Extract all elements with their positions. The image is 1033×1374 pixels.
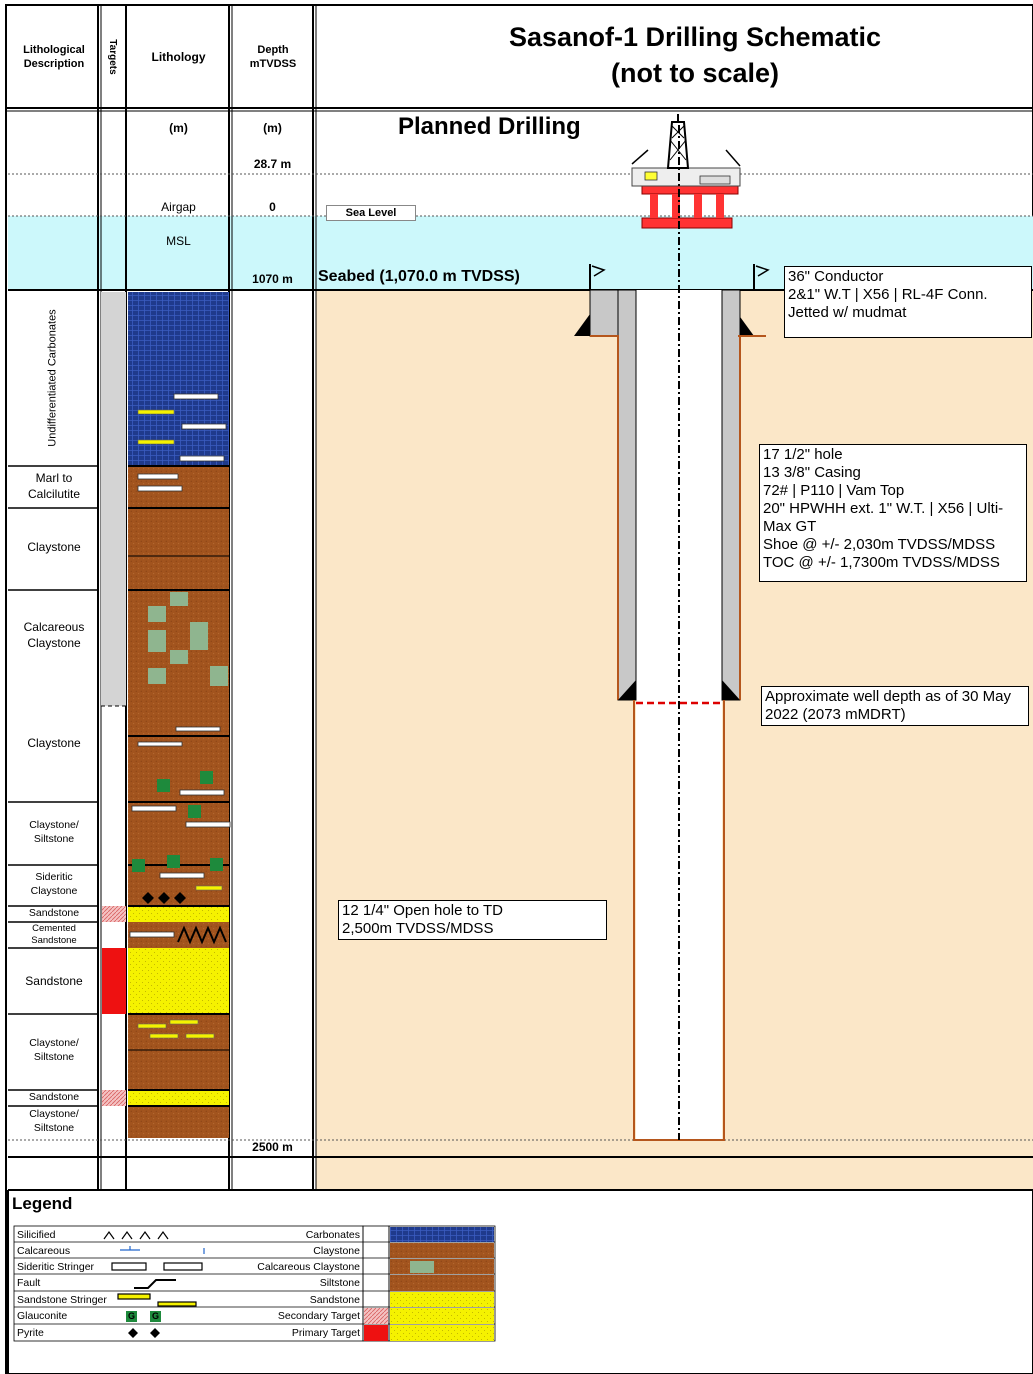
lithology-unit-label: (m) xyxy=(169,121,188,135)
legend-siltstone: Siltstone xyxy=(319,1277,360,1289)
page-title: Sasanof-1 Drilling Schematic xyxy=(508,22,882,52)
legend-fault: Fault xyxy=(17,1277,41,1289)
lith-label-claystone-1: Claystone xyxy=(27,540,81,555)
seabed-label: Seabed (1,070.0 m TVDSS) xyxy=(318,268,520,285)
legend-calcareous-claystone: Calcareous Claystone xyxy=(257,1261,360,1273)
column-lines xyxy=(97,5,317,1190)
lith-label-sandstone-3: Sandstone xyxy=(28,1091,80,1104)
casing-annotation: 17 1/2" hole 13 3/8" Casing 72# | P110 |… xyxy=(759,444,1027,582)
conductor-annotation: 36" Conductor 2&1" W.T | X56 | RL-4F Con… xyxy=(784,266,1032,338)
legend-sandstone: Sandstone xyxy=(309,1294,360,1306)
lith-label-claystone-siltstone-3: Claystone/ Siltstone xyxy=(29,1108,79,1134)
lith-label-claystone-siltstone-2: Claystone/ Siltstone xyxy=(29,1037,79,1063)
legend-claystone: Claystone xyxy=(313,1245,360,1257)
legend-carbonates: Carbonates xyxy=(305,1229,360,1241)
legend-sandstone-stringer: Sandstone Stringer xyxy=(17,1294,107,1306)
lith-label-sandstone-1: Sandstone xyxy=(28,907,80,920)
legend-swatches xyxy=(364,1227,494,1341)
targets-grey-bar xyxy=(101,292,126,706)
lithology-column xyxy=(128,292,231,1138)
col-header-targets: Targets xyxy=(107,39,119,75)
legend-silicified: Silicified xyxy=(17,1229,56,1241)
td-depth: 2500 m xyxy=(252,1140,293,1154)
wellbore xyxy=(574,125,770,1141)
legend-sideritic-stringer: Sideritic Stringer xyxy=(17,1261,95,1273)
airgap-depth: 28.7 m xyxy=(253,157,292,171)
msl-label: MSL xyxy=(166,234,191,248)
legend-primary-target: Primary Target xyxy=(291,1327,360,1339)
lith-label-sandstone-2: Sandstone xyxy=(25,974,83,989)
lith-label-sideritic-claystone: Sideritic Claystone xyxy=(30,871,78,897)
lith-label-carbonates: Undifferentiated Carbonates xyxy=(46,309,59,447)
legend-glauconite-symbol-2: G xyxy=(151,1311,159,1321)
lith-label-calcareous-claystone: Calcareous Claystone xyxy=(23,620,85,650)
legend-secondary-target: Secondary Target xyxy=(277,1310,360,1322)
lith-label-claystone-2: Claystone xyxy=(27,736,81,751)
col-header-depth: Depth mTVDSS xyxy=(249,43,297,70)
sea-level-depth: 0 xyxy=(269,200,276,214)
legend-calcareous: Calcareous xyxy=(17,1245,71,1257)
lith-label-claystone-siltstone-1: Claystone/ Siltstone xyxy=(29,819,79,845)
open-hole-annotation: 12 1/4" Open hole to TD 2,500m TVDSS/MDS… xyxy=(338,900,607,940)
legend-title: Legend xyxy=(12,1194,73,1213)
drilling-rig-icon xyxy=(631,114,741,229)
col-header-lith-desc: Lithological Description xyxy=(23,43,85,70)
airgap-label: Airgap xyxy=(161,200,196,214)
legend-pyrite: Pyrite xyxy=(17,1327,44,1339)
current-depth-annotation: Approximate well depth as of 30 May 2022… xyxy=(761,686,1029,726)
lith-label-cemented-sandstone: Cemented Sandstone xyxy=(31,922,77,946)
sea-level-label: Sea Level xyxy=(326,205,416,221)
seabed-depth: 1070 m xyxy=(252,272,293,286)
page-subtitle: (not to scale) xyxy=(610,58,779,88)
planned-drilling-label: Planned Drilling xyxy=(398,113,581,140)
lith-label-marl: Marl to Calcilutite xyxy=(27,471,81,501)
legend-glauconite-symbol-1: G xyxy=(127,1311,135,1321)
legend-glauconite: Glauconite xyxy=(17,1310,68,1322)
legend-symbols xyxy=(103,1230,205,1338)
depth-unit-label: (m) xyxy=(263,121,282,135)
col-header-lithology: Lithology xyxy=(151,50,206,64)
